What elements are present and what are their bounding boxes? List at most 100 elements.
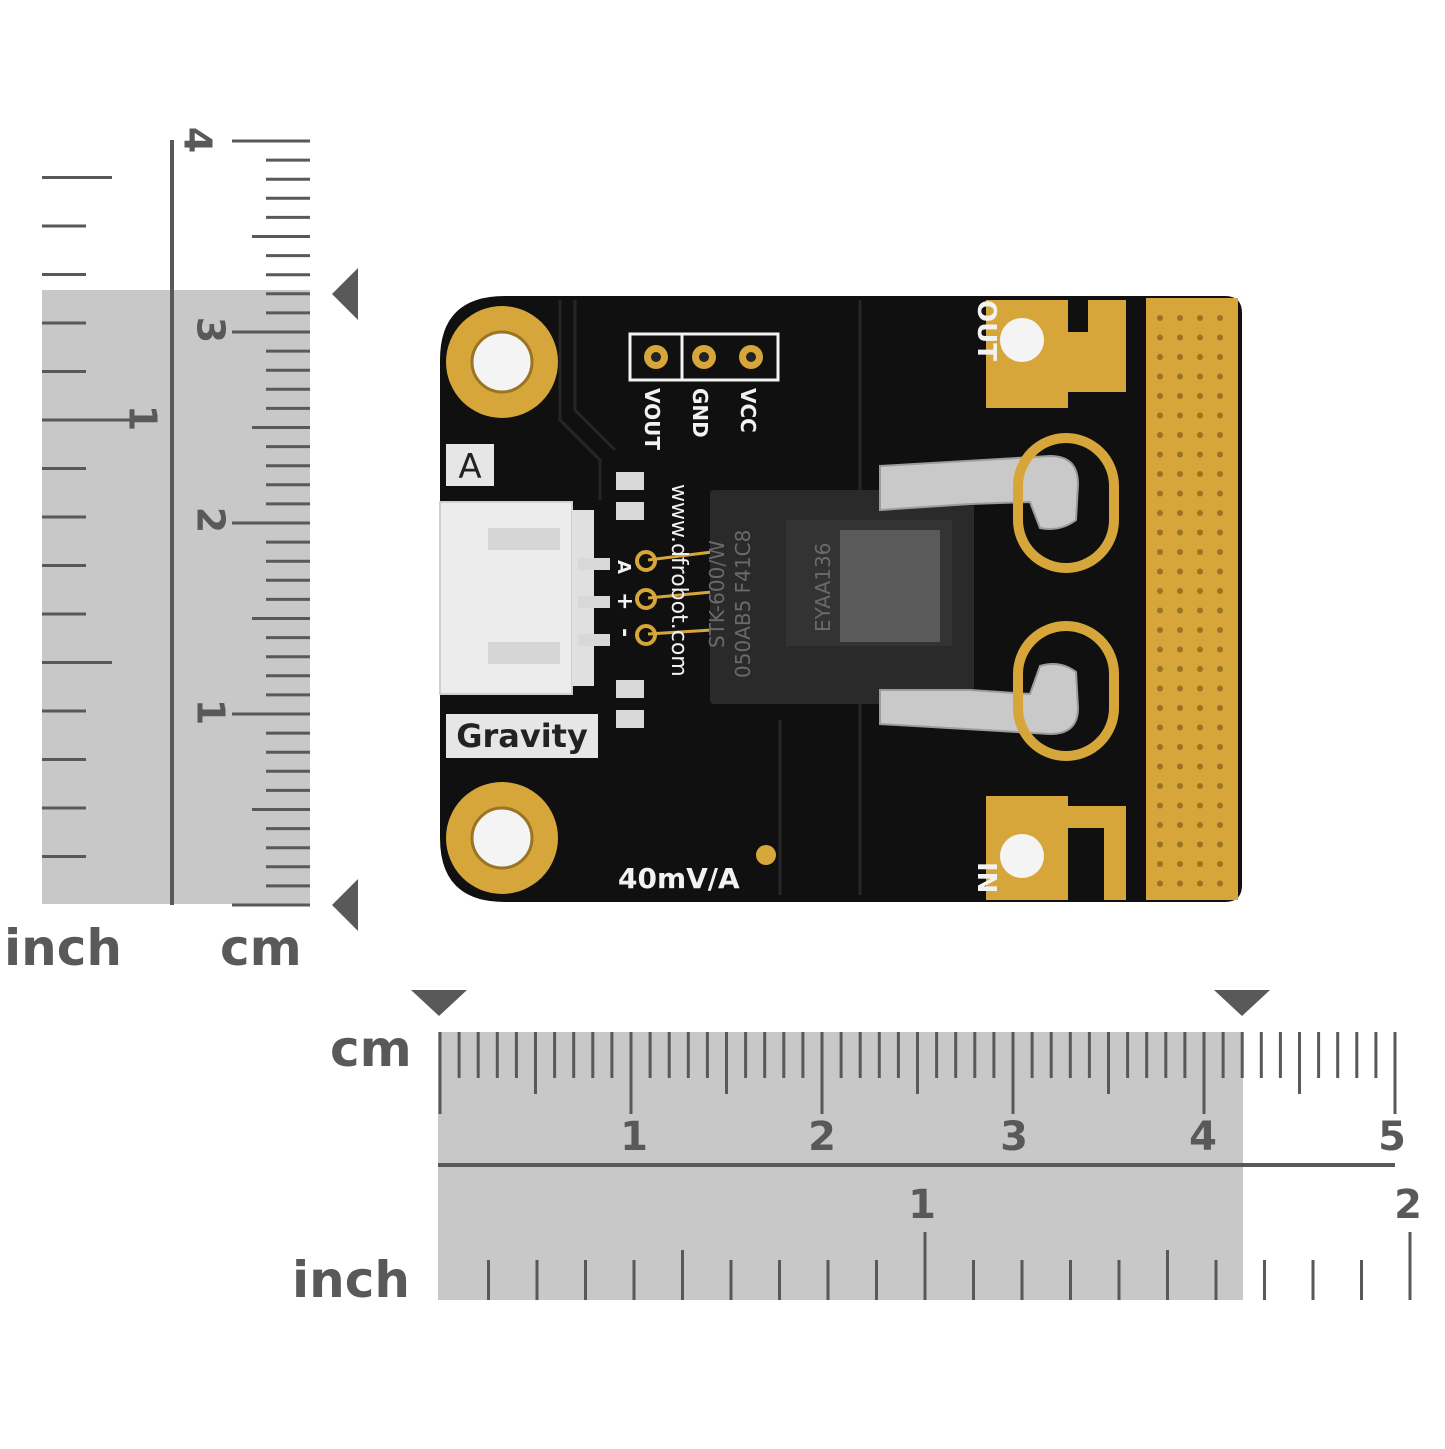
bottom-cm-tick-label: 3 xyxy=(1000,1114,1028,1160)
bus-bar-via xyxy=(1177,763,1183,770)
bus-bar-via xyxy=(1197,724,1203,731)
bottom-inch-label: inch xyxy=(292,1251,410,1309)
bus-bar-via xyxy=(1177,588,1183,594)
chip-marking-line2: 050AB5 F41C8 xyxy=(731,530,755,678)
bus-bar-via xyxy=(1157,490,1163,497)
bus-bar-via xyxy=(1217,451,1223,458)
brand-label-box xyxy=(446,714,598,758)
bus-bar-via xyxy=(1197,393,1203,399)
bus-bar-via xyxy=(1197,744,1203,750)
left-cm-tick-label: 2 xyxy=(189,507,233,533)
bus-bar-via xyxy=(1177,432,1183,438)
bus-bar-via xyxy=(1197,607,1203,614)
bus-bar-via xyxy=(1157,880,1163,887)
bus-bar-via xyxy=(1157,373,1163,380)
bus-bar-via xyxy=(1177,802,1183,809)
smd-components xyxy=(578,472,644,728)
bottom-cm-tick-label: 5 xyxy=(1378,1114,1406,1160)
bus-bar-via xyxy=(1157,627,1163,633)
bus-bar-via xyxy=(1217,393,1223,399)
pin-mark-minus: - xyxy=(612,628,637,637)
bus-bar-via xyxy=(1197,334,1203,341)
pcb-board: VOUT GND VCC A Gravity A + - xyxy=(439,296,1242,902)
left-cm-ticks xyxy=(232,139,310,907)
bus-bar-via xyxy=(1197,822,1203,828)
bus-bar-via xyxy=(1157,529,1163,536)
pin-label-gnd: GND xyxy=(688,388,712,438)
bus-bar-via xyxy=(1197,646,1203,653)
bus-bar-via xyxy=(1197,354,1203,360)
left-cm-tick-label: 3 xyxy=(189,317,233,343)
bus-bar-via xyxy=(1217,568,1223,575)
bus-bar-via xyxy=(1157,822,1163,828)
chip-side-code: EYAA136 xyxy=(811,543,835,632)
test-pads xyxy=(635,550,713,646)
bus-bar-via xyxy=(1177,861,1183,867)
bottom-cm-ticks xyxy=(438,1032,1397,1114)
bus-bar-via xyxy=(1177,841,1183,848)
bus-bar-via xyxy=(1197,841,1203,848)
bus-bar-via xyxy=(1197,490,1203,497)
bottom-inch-ticks xyxy=(487,1232,1412,1300)
bus-bar-via xyxy=(1217,549,1223,555)
bus-bar-via xyxy=(1177,880,1183,887)
bus-bar-via xyxy=(1197,705,1203,711)
bus-bar-via xyxy=(1217,705,1223,711)
bus-bar-via xyxy=(1157,666,1163,672)
bus-bar-via xyxy=(1157,607,1163,614)
bus-bar-via xyxy=(1157,861,1163,867)
bus-bar-via xyxy=(1157,744,1163,750)
left-cm-tick-label: 1 xyxy=(189,699,233,725)
bus-bar-vias xyxy=(1157,315,1223,887)
terminal-out-pad xyxy=(986,300,1126,408)
bus-bar-via xyxy=(1177,412,1183,419)
bus-bar-via xyxy=(1217,471,1223,477)
jst-connector xyxy=(439,501,594,695)
bus-bar-via xyxy=(1157,841,1163,848)
bus-bar-via xyxy=(1197,685,1203,692)
bus-bar-via xyxy=(1157,393,1163,399)
sensitivity-label: 40mV/A xyxy=(618,862,740,895)
bus-bar-via xyxy=(1217,607,1223,614)
bus-bar-via xyxy=(1177,334,1183,341)
current-pad-top xyxy=(1013,433,1119,573)
bus-bar-via xyxy=(1217,646,1223,653)
bus-bar-via xyxy=(1177,685,1183,692)
chip-marking-line1: STK-600/W xyxy=(705,540,729,648)
sensor-chip xyxy=(710,490,974,704)
bus-bar-via xyxy=(1177,783,1183,789)
left-inch-tick-label: 1 xyxy=(121,405,165,431)
bus-bar-via xyxy=(1197,568,1203,575)
bus-bar-via xyxy=(1157,549,1163,555)
bus-bar-via xyxy=(1177,393,1183,399)
bus-bar-via xyxy=(1217,685,1223,692)
bus-bar-via xyxy=(1177,373,1183,380)
bus-bar-via xyxy=(1217,412,1223,419)
bus-bar-via xyxy=(1197,627,1203,633)
bus-bar-via xyxy=(1177,646,1183,653)
bus-bar-via xyxy=(1197,861,1203,867)
bus-bar-via xyxy=(1157,568,1163,575)
bus-bar-via xyxy=(1157,334,1163,341)
bus-bar-via xyxy=(1217,861,1223,867)
bus-bar-via xyxy=(1197,880,1203,887)
bus-bar-via xyxy=(1217,354,1223,360)
bus-bar-via xyxy=(1197,451,1203,458)
bus-bar-via xyxy=(1217,744,1223,750)
bus-bar-via xyxy=(1177,822,1183,828)
bus-bar-via xyxy=(1217,627,1223,633)
pin-mark-a: A xyxy=(613,560,634,574)
bus-bar-via xyxy=(1217,880,1223,887)
left-ruler: 4 3 2 1 1 inch cm xyxy=(4,127,358,977)
bottom-inch-tick-label: 2 xyxy=(1394,1182,1422,1228)
current-pad-bottom xyxy=(1013,621,1119,761)
bus-bar-via xyxy=(1177,607,1183,614)
bottom-cm-tick-label: 4 xyxy=(1189,1114,1217,1160)
bus-bar-via xyxy=(1157,588,1163,594)
bus-bar-via xyxy=(1177,549,1183,555)
bottom-ruler: 1 2 3 4 5 1 2 cm inch xyxy=(292,990,1422,1309)
bus-bar-via xyxy=(1197,373,1203,380)
connector-tag-box xyxy=(446,444,494,486)
bus-bar-via xyxy=(1157,724,1163,731)
